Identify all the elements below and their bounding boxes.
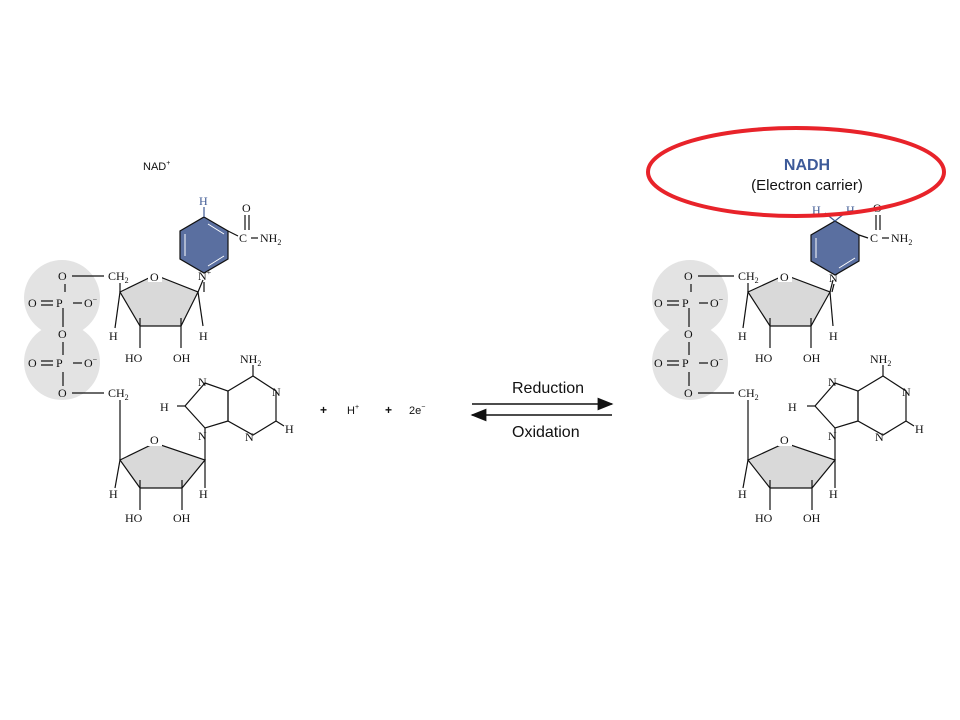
atom-p: P (56, 356, 63, 370)
atom-n: N (198, 429, 207, 443)
ring-nitrogen: N+ (198, 268, 212, 283)
phosphate-group: O O P O− O O P O− O (652, 260, 734, 400)
atom-n: N (828, 375, 837, 389)
nicotinamide-ring: H N+ C O NH2 (179, 194, 281, 292)
hydroxyl-oh: OH (173, 351, 191, 365)
ribose-oxygen: O (780, 270, 789, 284)
nad-plus-molecule: NAD+ O O (24, 160, 294, 525)
amide-nh2: NH2 (891, 231, 912, 247)
plus-sign: + (385, 403, 392, 417)
dihydronicotinamide-ring: H H N C O NH2 (810, 201, 912, 293)
phosphate-shade-lower (652, 324, 728, 400)
ribose-oxygen: O (150, 433, 159, 447)
atom-o: O (654, 296, 663, 310)
hydroxyl-ho: HO (755, 511, 773, 525)
ch2-label: CH2 (738, 386, 759, 402)
upper-ribose: O H H HO OH (738, 270, 838, 365)
atom-o: O (28, 296, 37, 310)
plus-sign: + (320, 403, 327, 417)
atom-n: N (875, 430, 884, 444)
reaction-arrows: Reduction Oxidation (470, 380, 614, 441)
atom-h: H (199, 329, 208, 343)
ring-hydrogen: H (846, 203, 855, 217)
atom-p: P (56, 296, 63, 310)
atom-h: H (829, 487, 838, 501)
atom-h: H (285, 422, 294, 436)
hydroxyl-ho: HO (125, 351, 143, 365)
atom-o: O (654, 356, 663, 370)
hydroxyl-ho: HO (755, 351, 773, 365)
atom-o-minus: O− (84, 295, 98, 310)
atom-p: P (682, 356, 689, 370)
nadh-subtitle: (Electron carrier) (751, 177, 863, 194)
phosphate-shade-upper (652, 260, 728, 336)
atom-n: N (272, 385, 281, 399)
phosphate-shade-upper (24, 260, 100, 336)
atom-n: N (902, 385, 911, 399)
ring-hydrogen: H (199, 194, 208, 208)
atom-p: P (682, 296, 689, 310)
atom-o: O (684, 386, 693, 400)
adenine-nh2: NH2 (870, 352, 891, 368)
reduction-label: Reduction (512, 380, 584, 397)
atom-n: N (828, 429, 837, 443)
ch2-label: CH2 (108, 386, 129, 402)
reactants: + H+ + 2e− (320, 403, 425, 417)
highlight-circle (646, 126, 946, 218)
ch2-label: CH2 (108, 269, 129, 285)
nadh-molecule: O O P O− O O P O− O CH2 CH2 O (646, 126, 946, 525)
atom-o: O (58, 327, 67, 341)
lower-ribose: O H H HO OH (738, 400, 838, 525)
atom-o-minus: O− (84, 355, 98, 370)
nad-plus-label: NAD+ (143, 160, 170, 173)
amide-nh2: NH2 (260, 231, 281, 247)
phosphate-shade-lower (24, 324, 100, 400)
nadh-title: NADH (784, 157, 830, 174)
oxidation-label: Oxidation (512, 424, 580, 441)
atom-o-minus: O− (710, 295, 724, 310)
ring-nitrogen: N (829, 271, 838, 285)
atom-h: H (738, 329, 747, 343)
atom-h: H (915, 422, 924, 436)
atom-h: H (788, 400, 797, 414)
atom-h: H (829, 329, 838, 343)
adenine-base: NH2 N N N N H H (160, 352, 294, 460)
atom-o: O (58, 386, 67, 400)
atom-h: H (160, 400, 169, 414)
ribose-oxygen: O (780, 433, 789, 447)
lower-ribose: O H H HO OH (109, 400, 208, 525)
upper-ribose: O H H HO OH (109, 270, 208, 365)
atom-h: H (738, 487, 747, 501)
atom-o: O (58, 269, 67, 283)
atom-n: N (198, 375, 207, 389)
adenine-nh2: NH2 (240, 352, 261, 368)
phosphate-group: O O P O− O O P O− O (24, 260, 104, 400)
hydroxyl-oh: OH (803, 511, 821, 525)
carbonyl-carbon: C (239, 231, 247, 245)
atom-o: O (684, 327, 693, 341)
atom-o-minus: O− (710, 355, 724, 370)
ring-hydrogen: H (812, 203, 821, 217)
atom-o: O (28, 356, 37, 370)
atom-o: O (684, 269, 693, 283)
atom-h: H (199, 487, 208, 501)
electrons: 2e− (409, 404, 425, 417)
carbonyl-carbon: C (870, 231, 878, 245)
hydroxyl-oh: OH (173, 511, 191, 525)
adenine-base: NH2 N N N N H H (788, 352, 924, 460)
atom-h: H (109, 329, 118, 343)
ribose-oxygen: O (150, 270, 159, 284)
atom-h: H (109, 487, 118, 501)
carbonyl-oxygen: O (242, 201, 251, 215)
proton: H+ (347, 404, 359, 417)
ch2-label: CH2 (738, 269, 759, 285)
hydroxyl-oh: OH (803, 351, 821, 365)
hydroxyl-ho: HO (125, 511, 143, 525)
atom-n: N (245, 430, 254, 444)
